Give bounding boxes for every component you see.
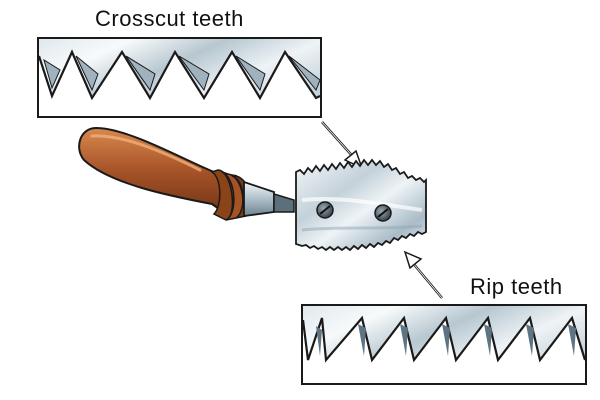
saw-handle — [78, 126, 253, 221]
saw-blade — [295, 158, 427, 252]
screw-left-icon — [316, 201, 334, 219]
crosscut-teeth-callout — [37, 37, 322, 118]
saw-ferrule — [243, 180, 295, 218]
rip-arrow — [403, 250, 443, 299]
rip-teeth-callout — [301, 304, 587, 385]
screw-right-icon — [374, 204, 392, 222]
crosscut-teeth-label: Crosscut teeth — [95, 6, 244, 31]
rip-teeth-label: Rip teeth — [470, 274, 563, 299]
blade-body — [295, 158, 427, 252]
crosscut-tooth-profile — [39, 52, 320, 116]
rip-tooth-profile — [303, 318, 585, 384]
